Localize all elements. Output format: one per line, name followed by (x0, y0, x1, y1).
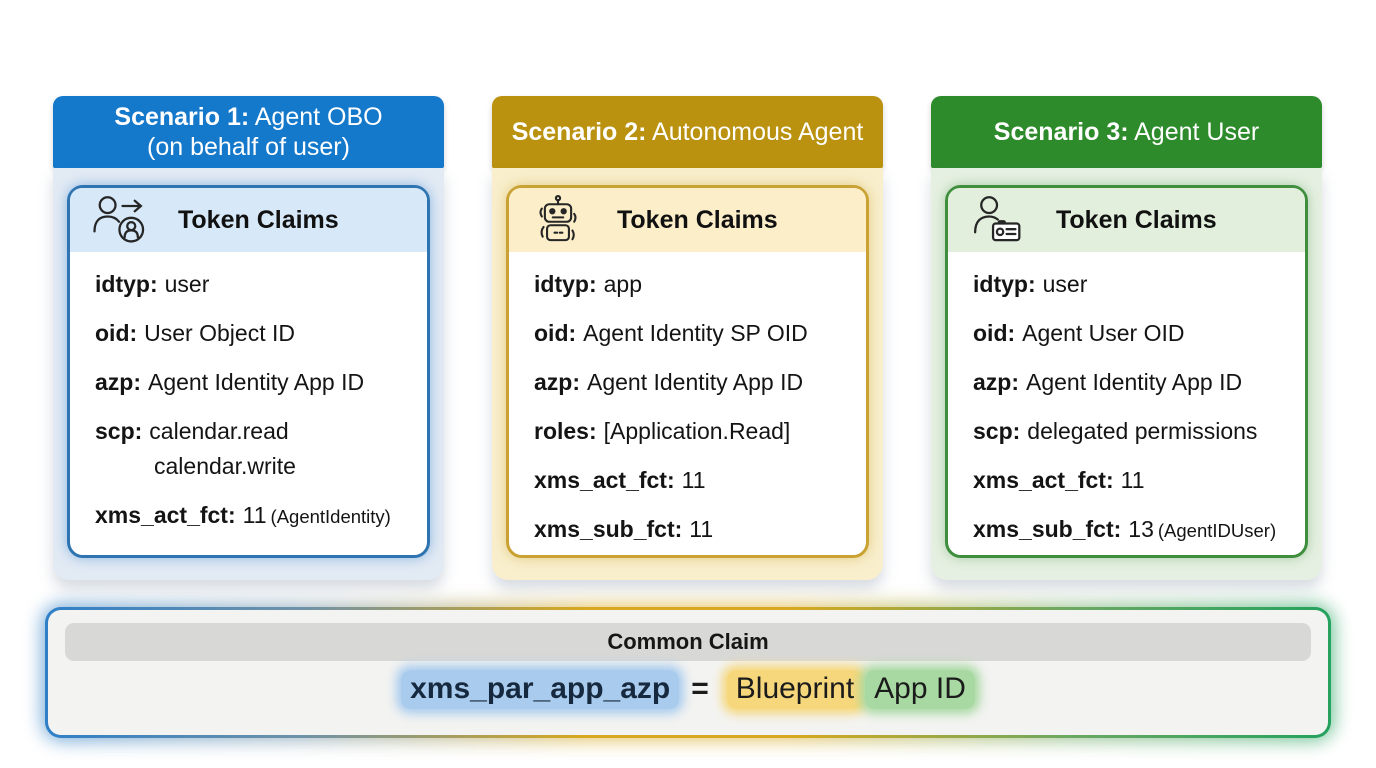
claim-line: xms_act_fct:11(AgentIdentity) (95, 502, 409, 529)
scenario-2-title-rest: Autonomous Agent (646, 118, 864, 146)
scenario-2-column: Scenario 2: Autonomous Agent (492, 96, 883, 580)
claim-key: scp: (973, 418, 1021, 444)
claim-value: user (164, 271, 210, 297)
robot-icon (530, 193, 586, 247)
common-claim-title-bar: Common Claim (65, 623, 1311, 661)
claim-value: user (1042, 271, 1088, 297)
claim-value: app (603, 271, 642, 297)
claim-key: idtyp: (95, 271, 158, 297)
scenario-2-card-header: Token Claims (509, 188, 866, 252)
scenario-1-subtitle: (on behalf of user) (147, 133, 350, 161)
claim-value: 11 (681, 467, 706, 493)
scenario-1-title: Scenario 1: Agent OBO (114, 102, 382, 132)
claim-value: Agent Identity App ID (1026, 369, 1243, 395)
claim-key: xms_act_fct: (95, 502, 236, 528)
claim-line: scp:delegated permissions (973, 418, 1287, 445)
claim-key: xms_act_fct: (534, 467, 675, 493)
claim-line: idtyp:app (534, 271, 848, 298)
scenario-1-card-header: Token Claims (70, 188, 427, 252)
claim-value-continuation: calendar.write (154, 453, 296, 479)
claim-line: xms_act_fct:11 (534, 467, 848, 494)
claim-chip-xms-par-app-azp: xms_par_app_azp (401, 670, 680, 709)
scenario-1-column: Scenario 1: Agent OBO (on behalf of user… (53, 96, 444, 580)
claim-key: oid: (973, 320, 1016, 346)
claim-value: 13 (1128, 516, 1154, 542)
claim-note: (AgentIDUser) (1157, 520, 1277, 541)
scenario-2-title: Scenario 2: Autonomous Agent (512, 117, 864, 147)
scenario-3-card-header: Token Claims (948, 188, 1305, 252)
claim-key: scp: (95, 418, 143, 444)
claim-value: User Object ID (144, 320, 295, 346)
claim-value: 11 (1120, 467, 1145, 493)
scenario-3-header: Scenario 3: Agent User (931, 96, 1322, 168)
claim-note: (AgentIdentity) (270, 506, 391, 527)
scenario-3-claims-list: idtyp:user oid:Agent User OID azp:Agent … (948, 252, 1305, 543)
claim-key: roles: (534, 418, 597, 444)
scenario-1-token-claims-card: Token Claims idtyp:user oid:User Object … (67, 185, 430, 558)
claim-key: xms_act_fct: (973, 467, 1114, 493)
scenario-3-title-bold: Scenario 3: (993, 118, 1129, 146)
claim-value: Agent Identity App ID (587, 369, 804, 395)
claim-value: Agent User OID (1022, 320, 1185, 346)
claim-key: oid: (95, 320, 138, 346)
card-title: Token Claims (178, 205, 339, 234)
claim-key: azp: (95, 369, 141, 395)
claim-line: azp: Agent Identity App ID (973, 369, 1287, 396)
claim-line: roles:[Application.Read] (534, 418, 848, 445)
scenario-1-title-bold: Scenario 1: (114, 103, 250, 131)
claim-line: xms_act_fct:11 (973, 467, 1287, 494)
scenario-2-claims-list: idtyp:app oid:Agent Identity SP OID azp:… (509, 252, 866, 543)
claim-line: azp: Agent Identity App ID (95, 369, 409, 396)
scenario-3-title-rest: Agent User (1128, 118, 1260, 146)
claim-key: idtyp: (973, 271, 1036, 297)
claim-line: oid:User Object ID (95, 320, 409, 347)
claim-value: 11 (242, 502, 267, 528)
claim-key: azp: (973, 369, 1019, 395)
id-badge-user-icon (969, 193, 1025, 247)
claim-value: [Application.Read] (603, 418, 791, 444)
scenario-2-panel: Token Claims idtyp:app oid:Agent Identit… (492, 168, 883, 580)
claim-value: Agent Identity App ID (148, 369, 365, 395)
card-title: Token Claims (1056, 205, 1217, 234)
scenario-2-token-claims-card: Token Claims idtyp:app oid:Agent Identit… (506, 185, 869, 558)
scenario-3-panel: Token Claims idtyp:user oid:Agent User O… (931, 168, 1322, 580)
claim-line: scp:calendar.read calendar.write (95, 418, 409, 480)
scenario-3-token-claims-card: Token Claims idtyp:user oid:Agent User O… (945, 185, 1308, 558)
claim-line: xms_sub_fct:13(AgentIDUser) (973, 516, 1287, 543)
scenario-3-title: Scenario 3: Agent User (994, 117, 1259, 147)
claim-chip-blueprint: Blueprint (726, 670, 864, 709)
scenario-2-title-bold: Scenario 2: (511, 118, 647, 146)
claim-line: azp: Agent Identity App ID (534, 369, 848, 396)
delegation-user-icon (91, 193, 147, 247)
claim-value: Agent Identity SP OID (583, 320, 808, 346)
card-title: Token Claims (617, 205, 778, 234)
claim-key: xms_sub_fct: (534, 516, 683, 542)
scenario-3-column: Scenario 3: Agent User (931, 96, 1322, 580)
claim-value: delegated permissions (1027, 418, 1258, 444)
claim-key: idtyp: (534, 271, 597, 297)
claim-line: idtyp:user (95, 271, 409, 298)
claim-key: xms_sub_fct: (973, 516, 1122, 542)
scenario-2-header: Scenario 2: Autonomous Agent (492, 96, 883, 168)
equals-sign: = (691, 672, 709, 705)
claim-key: azp: (534, 369, 580, 395)
claim-chip-app-id: App ID (865, 670, 975, 709)
claim-line: oid:Agent User OID (973, 320, 1287, 347)
claim-value: calendar.read (149, 418, 289, 444)
scenario-1-claims-list: idtyp:user oid:User Object ID azp: Agent … (70, 252, 427, 529)
common-claim-title: Common Claim (607, 629, 769, 654)
scenario-1-title-rest: Agent OBO (249, 103, 383, 131)
claim-key: oid: (534, 320, 577, 346)
claim-line: oid:Agent Identity SP OID (534, 320, 848, 347)
scenario-1-header: Scenario 1: Agent OBO (on behalf of user… (53, 96, 444, 168)
claim-value: 11 (689, 516, 714, 542)
claim-line: xms_sub_fct:11 (534, 516, 848, 543)
claim-line: idtyp:user (973, 271, 1287, 298)
scenario-1-panel: Token Claims idtyp:user oid:User Object … (53, 168, 444, 580)
